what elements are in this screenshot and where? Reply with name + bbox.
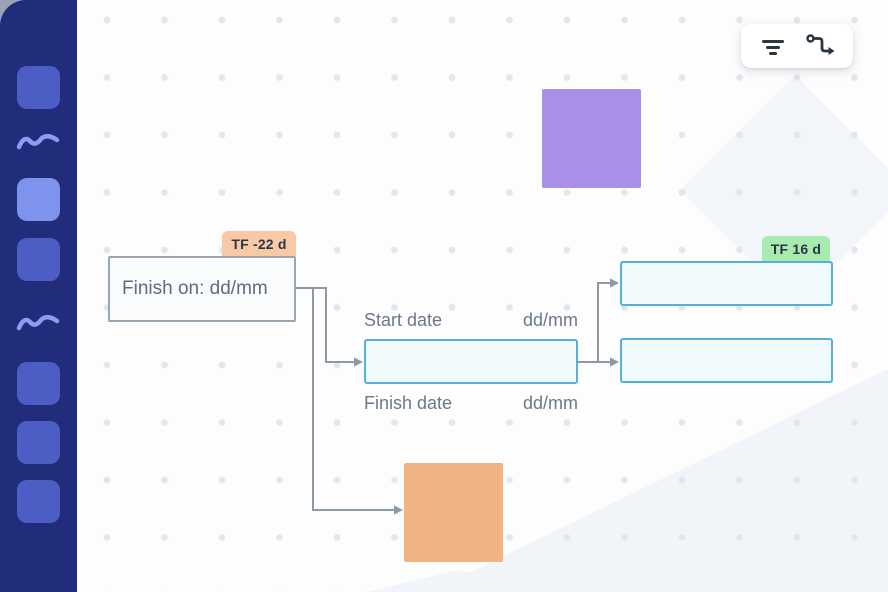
arrowhead xyxy=(394,505,403,515)
sidebar xyxy=(0,0,77,592)
finish-date-row: Finish date dd/mm xyxy=(364,393,578,414)
filter-icon[interactable] xyxy=(756,29,790,63)
arrowhead xyxy=(610,357,619,367)
elbow-connector-icon[interactable] xyxy=(804,29,838,63)
finish-date-label: Finish date xyxy=(364,393,453,413)
sidebar-tool-square-5[interactable] xyxy=(17,421,60,464)
right-top-node[interactable] xyxy=(620,261,833,306)
purple-square-shape[interactable] xyxy=(542,89,641,188)
canvas[interactable]: TF -22 d Finish on: dd/mm Start date dd/… xyxy=(77,0,888,592)
start-date-row: Start date dd/mm xyxy=(364,310,578,331)
sidebar-tool-square-6[interactable] xyxy=(17,480,60,523)
squiggle-line-icon[interactable] xyxy=(15,130,63,154)
connector-to-center-node[interactable] xyxy=(296,287,355,363)
squiggle-line-icon[interactable] xyxy=(15,311,63,335)
total-float-badge: TF 16 d xyxy=(762,236,830,261)
sidebar-tool-square-2[interactable] xyxy=(17,178,60,221)
finish-on-node[interactable]: Finish on: dd/mm xyxy=(108,256,296,322)
arrowhead xyxy=(354,357,363,367)
center-task-node[interactable] xyxy=(364,339,578,384)
connectors-layer xyxy=(296,278,619,515)
right-bottom-node[interactable] xyxy=(620,338,833,383)
finish-date-value: dd/mm xyxy=(522,393,578,413)
sidebar-tool-square-4[interactable] xyxy=(17,362,60,405)
start-date-value: dd/mm xyxy=(522,310,578,330)
finish-on-label: Finish on: dd/mm xyxy=(122,278,268,299)
connector-to-right-top-node[interactable] xyxy=(578,282,611,363)
total-float-badge: TF -22 d xyxy=(222,231,296,256)
orange-square-shape[interactable] xyxy=(404,463,503,562)
sidebar-tool-square-3[interactable] xyxy=(17,238,60,281)
start-date-label: Start date xyxy=(364,310,443,330)
arrowhead xyxy=(610,278,619,288)
connector-to-orange-square[interactable] xyxy=(312,288,395,511)
floating-toolbar xyxy=(741,24,853,68)
sidebar-tool-square-1[interactable] xyxy=(17,66,60,109)
